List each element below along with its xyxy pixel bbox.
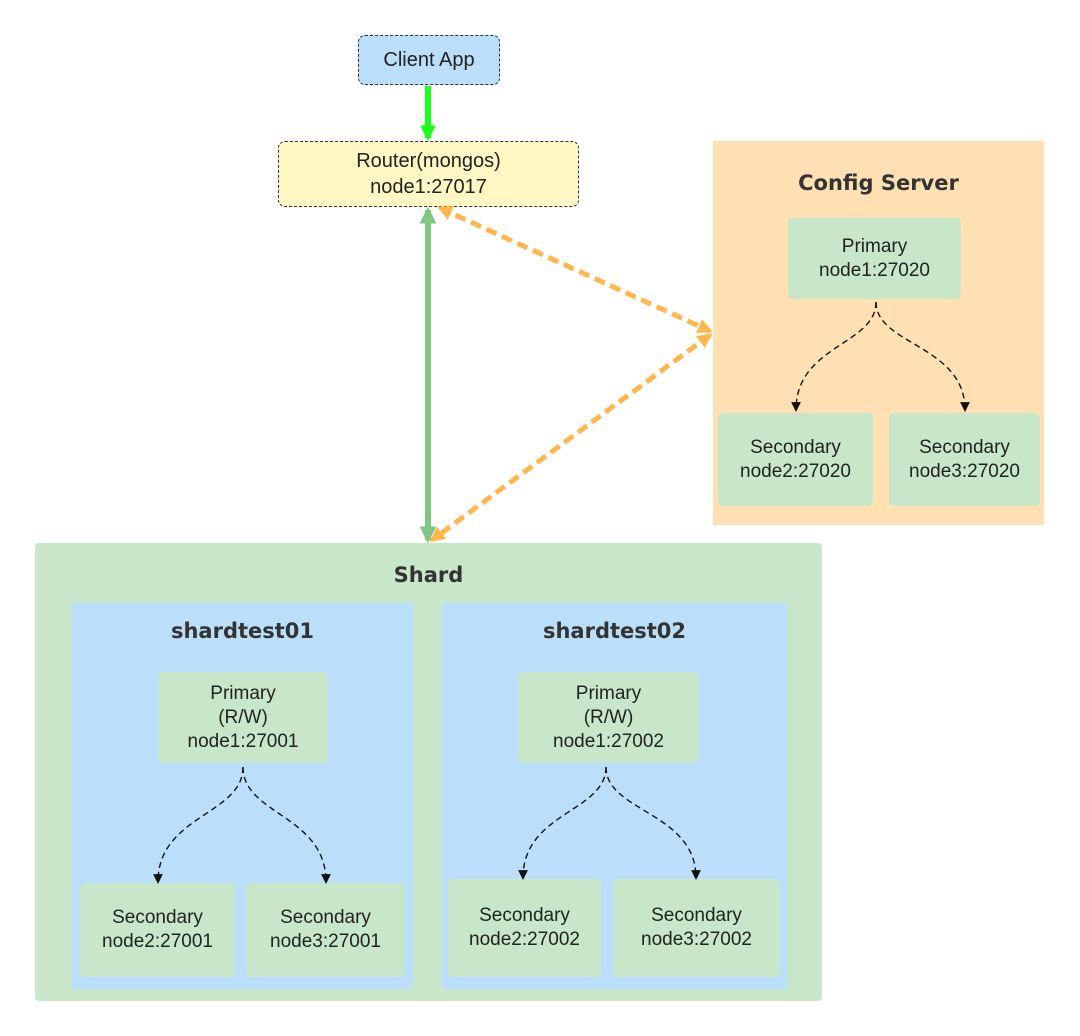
replica-set-shardtest02: shardtest02 Primary (R/W) node1:27002 Se… xyxy=(442,603,787,989)
node-address: node2:27020 xyxy=(740,460,851,482)
node-role: Secondary xyxy=(112,907,203,928)
shard2-primary-node: Primary (R/W) node1:27002 xyxy=(518,672,699,763)
node-address: node2:27002 xyxy=(469,929,580,950)
node-permission: (R/W) xyxy=(583,706,634,728)
node-role: Secondary xyxy=(280,907,371,928)
client-app-box: Client App xyxy=(358,35,500,85)
replica-set-shardtest01: shardtest01 Primary (R/W) node1:27001 Se… xyxy=(72,603,413,989)
node-role: Secondary xyxy=(750,436,841,458)
node-address: node3:27002 xyxy=(641,929,752,950)
node-address: node2:27001 xyxy=(102,931,213,952)
replica-set-title: shardtest02 xyxy=(542,619,687,643)
replica-set-title: shardtest01 xyxy=(170,619,315,643)
shard1-primary-node: Primary (R/W) node1:27001 xyxy=(158,672,328,763)
node-address: node3:27001 xyxy=(270,931,381,952)
config-shard-arrow xyxy=(429,332,713,543)
config-server-group: Config Server Primary node1:27020 Second… xyxy=(713,141,1044,525)
node-role: Secondary xyxy=(919,436,1010,458)
config-secondary-node-2: Secondary node3:27020 xyxy=(889,413,1040,506)
node-role: Secondary xyxy=(651,905,742,926)
node-role: Primary xyxy=(841,235,908,257)
node-role: Primary xyxy=(575,682,642,704)
config-secondary-node-1: Secondary node2:27020 xyxy=(718,413,873,506)
node-role: Primary xyxy=(210,682,276,704)
config-server-title: Config Server xyxy=(798,171,959,195)
shard-group: Shard shardtest01 Primary (R/W) node1:27… xyxy=(35,543,822,1001)
router-config-arrow xyxy=(437,205,713,334)
node-role: Secondary xyxy=(479,905,570,926)
shard2-secondary-node-1: Secondary node2:27002 xyxy=(448,879,601,977)
node-address: node1:27001 xyxy=(187,730,299,752)
shard2-secondary-node-2: Secondary node3:27002 xyxy=(613,879,780,977)
shard1-secondary-node-1: Secondary node2:27001 xyxy=(80,883,235,977)
shard-title: Shard xyxy=(393,563,464,587)
node-address: node1:27002 xyxy=(553,730,664,752)
client-app-label: Client App xyxy=(383,49,475,71)
node-address: node3:27020 xyxy=(909,460,1020,482)
node-permission: (R/W) xyxy=(218,706,268,728)
config-primary-node: Primary node1:27020 xyxy=(788,218,961,299)
node-address: node1:27020 xyxy=(819,259,930,281)
shard1-secondary-node-2: Secondary node3:27001 xyxy=(246,883,405,977)
router-title: Router(mongos) xyxy=(356,150,501,172)
router-address: node1:27017 xyxy=(370,176,487,198)
router-box: Router(mongos) node1:27017 xyxy=(278,141,579,207)
